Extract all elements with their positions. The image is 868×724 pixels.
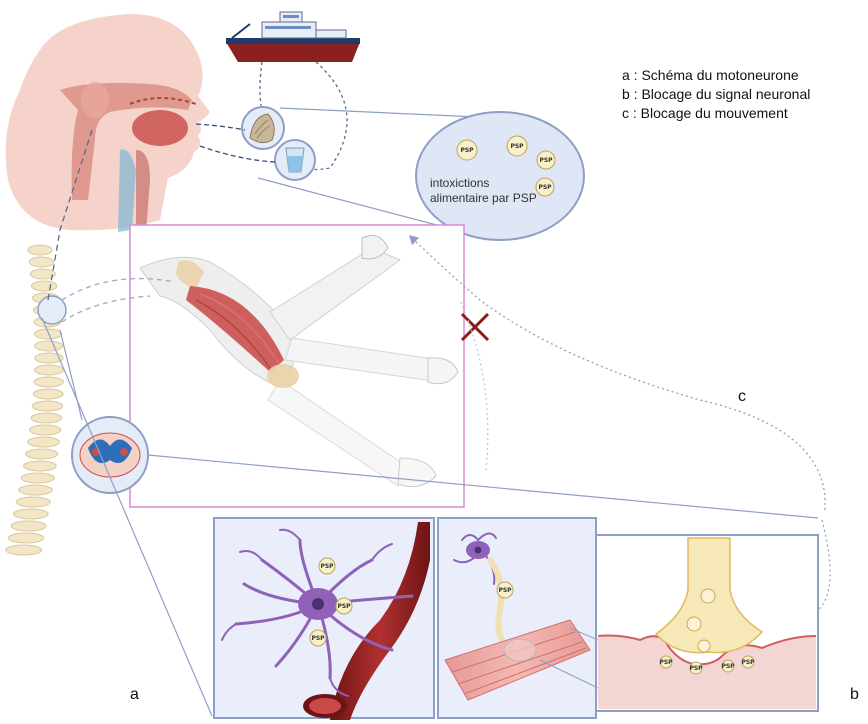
water-glass-bubble	[275, 140, 315, 180]
vertebra	[31, 413, 62, 423]
vertebra	[11, 521, 46, 531]
vertebra	[8, 533, 44, 543]
psp-label: PSP	[741, 659, 755, 666]
psp-label: PSP	[510, 143, 524, 150]
neuromuscular-panel: PSP	[438, 518, 596, 718]
psp-toxin-icon: PSP	[497, 582, 513, 598]
legend-item-a: a : Schéma du motoneurone	[622, 66, 810, 85]
panel-label-c: c	[738, 388, 746, 406]
water-glass-icon	[286, 148, 304, 172]
vertebra	[32, 401, 62, 411]
vertebra	[35, 365, 64, 375]
block-cross-icon	[462, 314, 488, 340]
psp-toxin-icon: PSP	[507, 136, 527, 156]
vertebra	[21, 473, 54, 483]
psp-label: PSP	[498, 587, 512, 594]
vertebra	[29, 425, 60, 435]
spine	[6, 245, 64, 555]
psp-label: PSP	[659, 659, 673, 666]
panel-label-a: a	[130, 686, 139, 704]
intoxication-text: intoxictions alimentaire par PSP	[430, 176, 550, 206]
vertebra	[28, 437, 60, 447]
psp-toxin-icon: PSP	[537, 151, 555, 169]
human-head-section	[6, 14, 210, 232]
vertebra	[14, 509, 49, 519]
vertebra	[33, 389, 63, 399]
spinal-cord-section-icon	[72, 417, 148, 493]
psp-label: PSP	[539, 157, 553, 164]
psp-label: PSP	[337, 603, 351, 610]
vertebra	[6, 545, 42, 555]
psp-toxin-icon: PSP	[319, 558, 335, 574]
motoneuron-panel: PSP PSP PSP	[214, 518, 434, 720]
legend: a : Schéma du motoneurone b : Blocage du…	[622, 66, 810, 123]
vertebra	[35, 341, 63, 351]
legend-item-b: b : Blocage du signal neuronal	[622, 85, 810, 104]
psp-label: PSP	[721, 663, 735, 670]
vertebra	[29, 257, 53, 267]
vertebra	[24, 461, 57, 471]
movement-panel	[130, 225, 464, 507]
vertebra	[19, 485, 53, 495]
psp-label: PSP	[460, 147, 474, 154]
ship-icon	[226, 12, 360, 62]
vertebra	[16, 497, 50, 507]
psp-label: PSP	[320, 563, 334, 570]
psp-label: PSP	[311, 635, 325, 642]
vertebra	[34, 329, 61, 339]
psp-toxin-icon: PSP	[457, 140, 477, 160]
vertebra	[28, 245, 52, 255]
psp-label: PSP	[689, 665, 703, 672]
panel-label-b: b	[850, 686, 859, 704]
vertebra	[31, 281, 56, 291]
vertebra	[34, 377, 63, 387]
psp-toxin-icon: PSP	[336, 598, 352, 614]
psp-toxin-icon: PSP	[310, 630, 326, 646]
legend-item-c: c : Blocage du mouvement	[622, 104, 810, 123]
shellfish-bubble	[242, 107, 284, 149]
vertebra	[26, 449, 58, 459]
